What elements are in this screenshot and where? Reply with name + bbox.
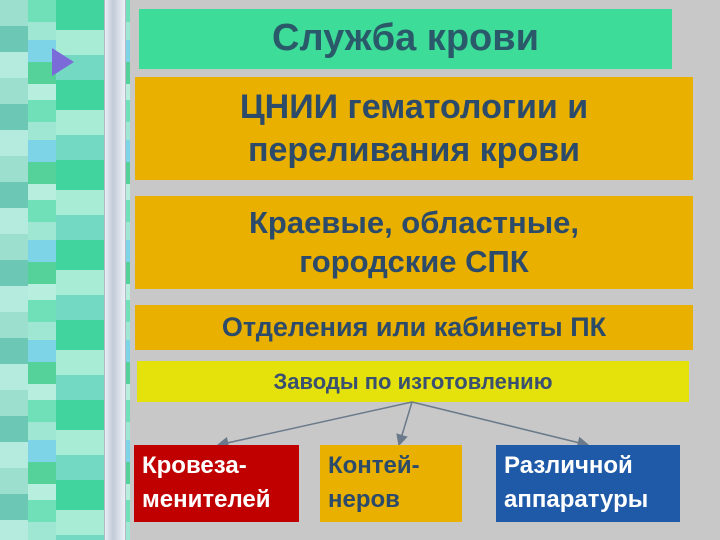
factory-box: Заводы по изготовлению: [137, 361, 689, 402]
product-containers: Контей- неров: [320, 445, 462, 522]
arrow-to-equipment: [411, 401, 590, 449]
product-equipment-text: Различной аппаратуры: [504, 452, 649, 513]
decorative-scrollbar: [104, 0, 126, 540]
level-3-text: Отделения или кабинеты ПК: [221, 311, 607, 342]
product-blood-substitutes-text: Кровеза- менителей: [142, 452, 271, 513]
level-2-text: Краевые, областные, городские СПК: [248, 204, 580, 279]
level-3-box: Отделения или кабинеты ПК: [135, 305, 693, 350]
level-2-box: Краевые, областные, городские СПК: [135, 196, 693, 289]
level-1-text: ЦНИИ гематологии и переливания крови: [239, 88, 589, 169]
product-blood-substitutes: Кровеза- менителей: [134, 445, 299, 522]
factory-text: Заводы по изготовлению: [273, 368, 553, 394]
title-box: Служба крови: [139, 9, 672, 69]
arrow-to-blood-substitutes: [216, 401, 413, 449]
title-text: Служба крови: [272, 17, 539, 60]
product-equipment: Различной аппаратуры: [496, 445, 680, 522]
level-1-box: ЦНИИ гематологии и переливания крови: [135, 77, 693, 180]
product-containers-text: Контей- неров: [328, 452, 420, 513]
arrow-to-containers: [396, 401, 413, 447]
play-triangle-icon: [52, 48, 74, 76]
